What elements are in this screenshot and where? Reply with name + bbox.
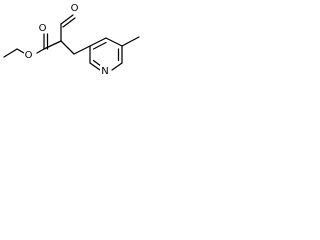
carbonyl-oxygen-mask bbox=[38, 23, 47, 33]
bond-ch2-ring bbox=[73, 45, 91, 55]
carbonyl-oxygen-label: O bbox=[39, 23, 47, 34]
bond-ethyl-ch3-ch2 bbox=[3, 48, 18, 58]
bond-ring-methyl bbox=[121, 36, 140, 47]
bond-carbonyl-c-alpha-c bbox=[43, 40, 62, 50]
structure-canvas: O O O N bbox=[0, 0, 150, 81]
bond-ester-o-carbonyl-c bbox=[36, 48, 45, 54]
ester-oxygen-mask bbox=[24, 50, 33, 60]
ring-bond-c6-n bbox=[111, 62, 123, 71]
aldehyde-oxygen-label: O bbox=[71, 3, 79, 14]
ring-bond-n-c2 bbox=[89, 62, 101, 71]
ring-bond-c3-c4 bbox=[89, 37, 107, 47]
ring-nitrogen-mask bbox=[100, 65, 110, 76]
aldehyde-oxygen-mask bbox=[70, 3, 79, 13]
ring-nitrogen-label: N bbox=[101, 66, 108, 77]
ester-oxygen-label: O bbox=[25, 50, 33, 61]
chemical-structure: O O O N bbox=[3, 3, 140, 77]
bond-aldehyde-c-o-1 bbox=[60, 14, 74, 25]
bond-aldehyde-c-o-2 bbox=[62, 17, 76, 28]
ring-bond-c4-c5 bbox=[105, 37, 123, 47]
ring-double-bond-1 bbox=[92, 41, 107, 50]
bond-alpha-c-ch2 bbox=[60, 40, 75, 55]
bond-ch2-ester-o bbox=[16, 48, 25, 54]
